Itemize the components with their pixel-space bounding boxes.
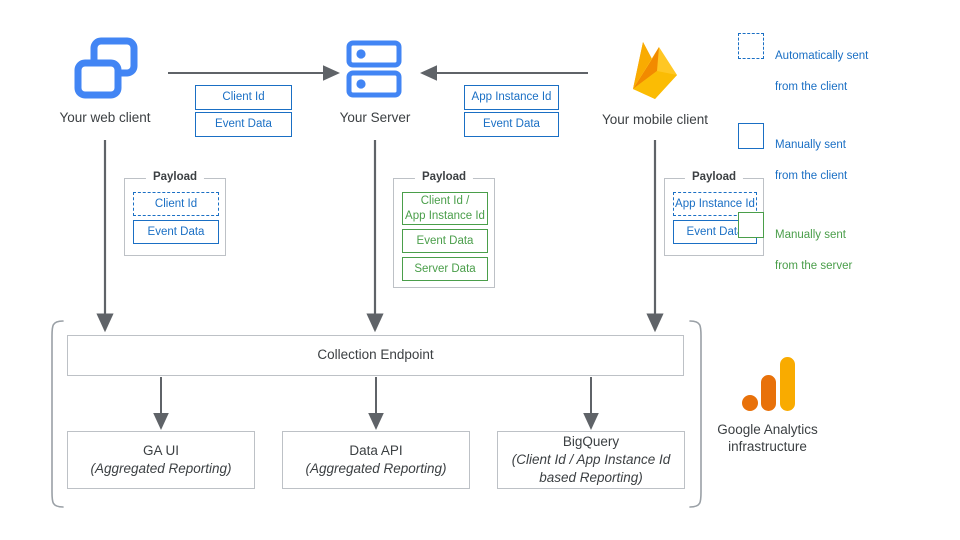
legend-swatch-solid-blue xyxy=(738,122,764,149)
legend-line-1: Manually sent xyxy=(775,139,846,152)
payload-web-chip-client-id[interactable]: Client Id xyxy=(133,192,219,216)
destination-ga-ui-subtitle: (Aggregated Reporting) xyxy=(90,461,232,476)
destination-bigquery-subtitle-line1: (Client Id / App Instance Id xyxy=(511,451,671,467)
destination-data-api[interactable]: Data API (Aggregated Reporting) xyxy=(282,431,470,489)
legend-text-manual-server: Manually sent from the server xyxy=(775,212,852,290)
payload-web-title: Payload xyxy=(145,171,205,183)
destination-data-api-title: Data API xyxy=(349,442,403,458)
payload-mobile-chip-app-instance-id[interactable]: App Instance Id xyxy=(673,192,757,216)
payload-mobile-title: Payload xyxy=(684,171,744,183)
legend-text-automatic-client: Automatically sent from the client xyxy=(775,33,868,111)
destination-ga-ui[interactable]: GA UI (Aggregated Reporting) xyxy=(67,431,255,489)
server-racks-icon xyxy=(346,40,402,98)
destination-data-api-subtitle: (Aggregated Reporting) xyxy=(305,461,447,476)
payload-server-chip-ids[interactable]: Client Id / App Instance Id xyxy=(402,192,488,225)
legend: Automatically sent from the client Manua… xyxy=(738,33,948,290)
bracket-right xyxy=(689,320,702,508)
destination-bigquery[interactable]: BigQuery (Client Id / App Instance Id ba… xyxy=(497,431,685,489)
firebase-flame-icon xyxy=(633,42,677,99)
node-server-label: Your Server xyxy=(339,110,411,125)
payload-server-chip-event-data[interactable]: Event Data xyxy=(402,229,488,253)
legend-text-manual-client: Manually sent from the client xyxy=(775,123,847,201)
collection-endpoint-label: Collection Endpoint xyxy=(317,347,434,363)
legend-item-automatic-client: Automatically sent from the client xyxy=(738,33,948,111)
legend-swatch-solid-green xyxy=(738,212,764,239)
node-web-client-label: Your web client xyxy=(59,110,151,125)
legend-line-2: from the client xyxy=(775,80,848,93)
browser-windows-icon xyxy=(74,37,138,99)
node-ga-infrastructure-label-line1: Google Analytics xyxy=(717,422,818,437)
legend-item-manual-client: Manually sent from the client xyxy=(738,122,948,201)
payload-server: Payload Client Id / App Instance Id Even… xyxy=(393,171,495,288)
destination-bigquery-title: BigQuery xyxy=(562,433,620,449)
destination-ga-ui-title: GA UI xyxy=(142,442,179,458)
transit-chip-app-instance-id[interactable]: App Instance Id xyxy=(464,85,559,110)
legend-line-1: Manually sent xyxy=(775,228,846,241)
legend-line-2: from the server xyxy=(775,259,853,272)
node-ga-infrastructure-label-line2: infrastructure xyxy=(728,439,807,454)
node-mobile-client-label: Your mobile client xyxy=(601,112,709,127)
transit-chip-client-id[interactable]: Client Id xyxy=(195,85,292,110)
payload-web-chip-event-data[interactable]: Event Data xyxy=(133,220,219,244)
legend-line-2: from the client xyxy=(775,170,848,183)
legend-line-1: Automatically sent xyxy=(775,49,869,62)
payload-server-chip-server-data[interactable]: Server Data xyxy=(402,257,488,281)
destination-bigquery-subtitle-line2: based Reporting) xyxy=(539,470,643,486)
legend-item-manual-server: Manually sent from the server xyxy=(738,212,948,290)
payload-server-title: Payload xyxy=(414,171,474,183)
google-analytics-logo xyxy=(742,357,795,411)
payload-web: Payload Client Id Event Data xyxy=(124,171,226,256)
legend-swatch-dashed-blue xyxy=(738,33,764,59)
collection-endpoint-box[interactable]: Collection Endpoint xyxy=(67,335,684,376)
transit-chip-event-data-mobile[interactable]: Event Data xyxy=(464,112,559,137)
bracket-left xyxy=(51,320,64,508)
transit-chip-event-data[interactable]: Event Data xyxy=(195,112,292,137)
